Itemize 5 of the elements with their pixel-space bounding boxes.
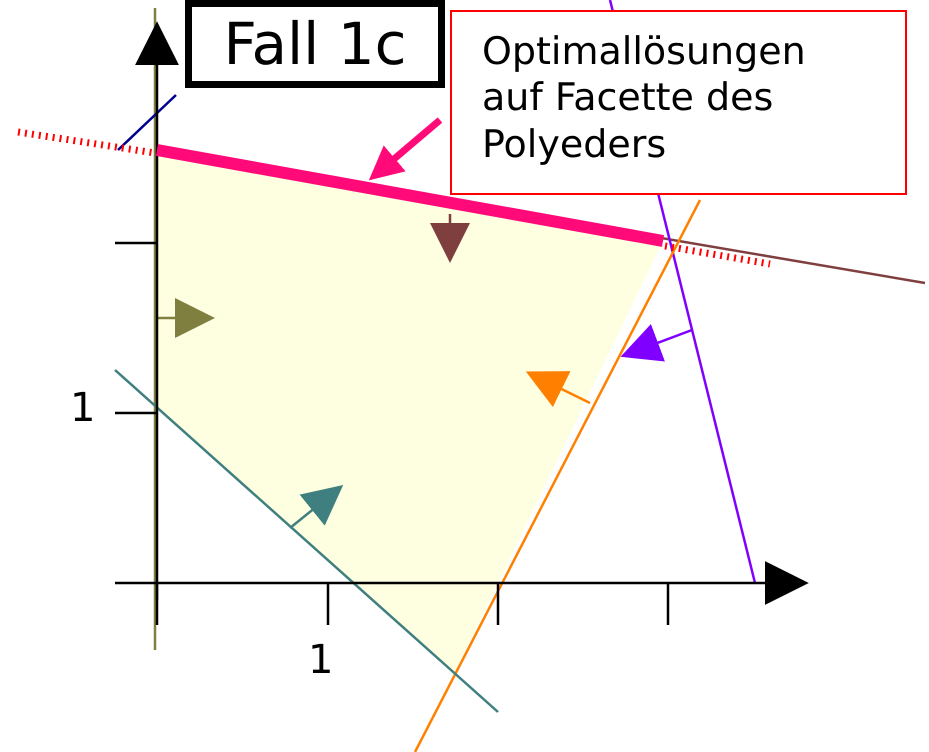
callout-box: Optimallösungen auf Facette des Polyeders xyxy=(450,10,907,195)
axis-tick-label: 1 xyxy=(70,388,96,428)
title-box: Fall 1c xyxy=(185,0,445,88)
axis-tick-label: 1 xyxy=(308,640,334,680)
arrow xyxy=(368,117,442,180)
